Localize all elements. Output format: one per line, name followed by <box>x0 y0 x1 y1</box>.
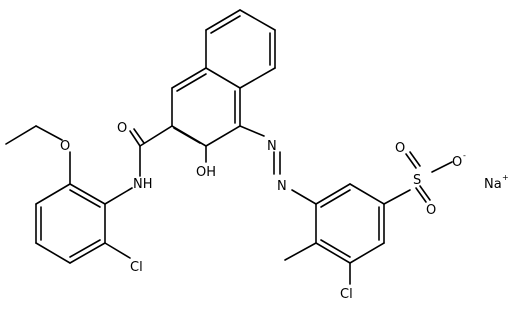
atom-label-oxygen-anion: O <box>452 155 462 170</box>
bond <box>171 67 207 89</box>
bond <box>349 242 385 264</box>
bond <box>315 183 351 205</box>
atom-label-nitrogen-1: N <box>267 139 277 154</box>
bond <box>349 183 385 205</box>
bond <box>5 125 37 145</box>
bond <box>409 151 421 167</box>
atom-label-sulfur: S <box>413 173 421 188</box>
bond <box>104 187 133 205</box>
bond <box>284 242 317 261</box>
bond <box>69 189 101 208</box>
bond <box>69 183 106 205</box>
bond <box>431 161 453 173</box>
bonds <box>5 9 453 285</box>
atom-label-nitrogen-2: N <box>277 179 287 194</box>
atom-label-sodium: Na <box>484 177 502 192</box>
atom-label-oxygen-sulfonyl-bottom: O <box>426 203 436 218</box>
bond <box>205 67 241 89</box>
bond <box>419 185 431 201</box>
bond <box>415 187 427 203</box>
bond <box>35 242 71 264</box>
bond <box>210 15 241 34</box>
bond <box>405 153 417 169</box>
atom-label-nh: NH <box>133 177 153 192</box>
bond <box>205 125 241 147</box>
bond <box>176 73 207 92</box>
atom-label-oxygen-carbonyl: O <box>117 121 127 136</box>
bond <box>239 125 265 137</box>
bond <box>139 125 173 147</box>
atom-label-chlorine-right: Cl <box>340 287 353 302</box>
charge-minus: - <box>463 151 466 160</box>
bond <box>133 128 145 144</box>
bond <box>69 242 106 264</box>
atom-label-hydroxyl: OH <box>196 165 216 180</box>
bond <box>383 189 411 205</box>
bond <box>129 130 141 147</box>
atom-label-chlorine-left: Cl <box>130 260 143 275</box>
bond <box>69 239 101 258</box>
bond <box>35 183 71 205</box>
bond <box>320 189 351 208</box>
charge-plus: + <box>502 173 509 182</box>
atom-label-oxygen-sulfonyl-top: O <box>395 141 405 156</box>
bond <box>35 125 63 141</box>
bond <box>239 67 276 89</box>
bond <box>239 9 276 31</box>
bond <box>104 242 131 259</box>
bond <box>291 189 317 205</box>
atom-labels: O O NH OH N N Cl Cl S O O O - Na + <box>60 121 509 302</box>
bond <box>205 9 241 31</box>
bond <box>173 127 201 144</box>
atom-label-oxygen-ether: O <box>60 139 70 154</box>
bond <box>315 242 351 264</box>
bond <box>320 239 351 258</box>
